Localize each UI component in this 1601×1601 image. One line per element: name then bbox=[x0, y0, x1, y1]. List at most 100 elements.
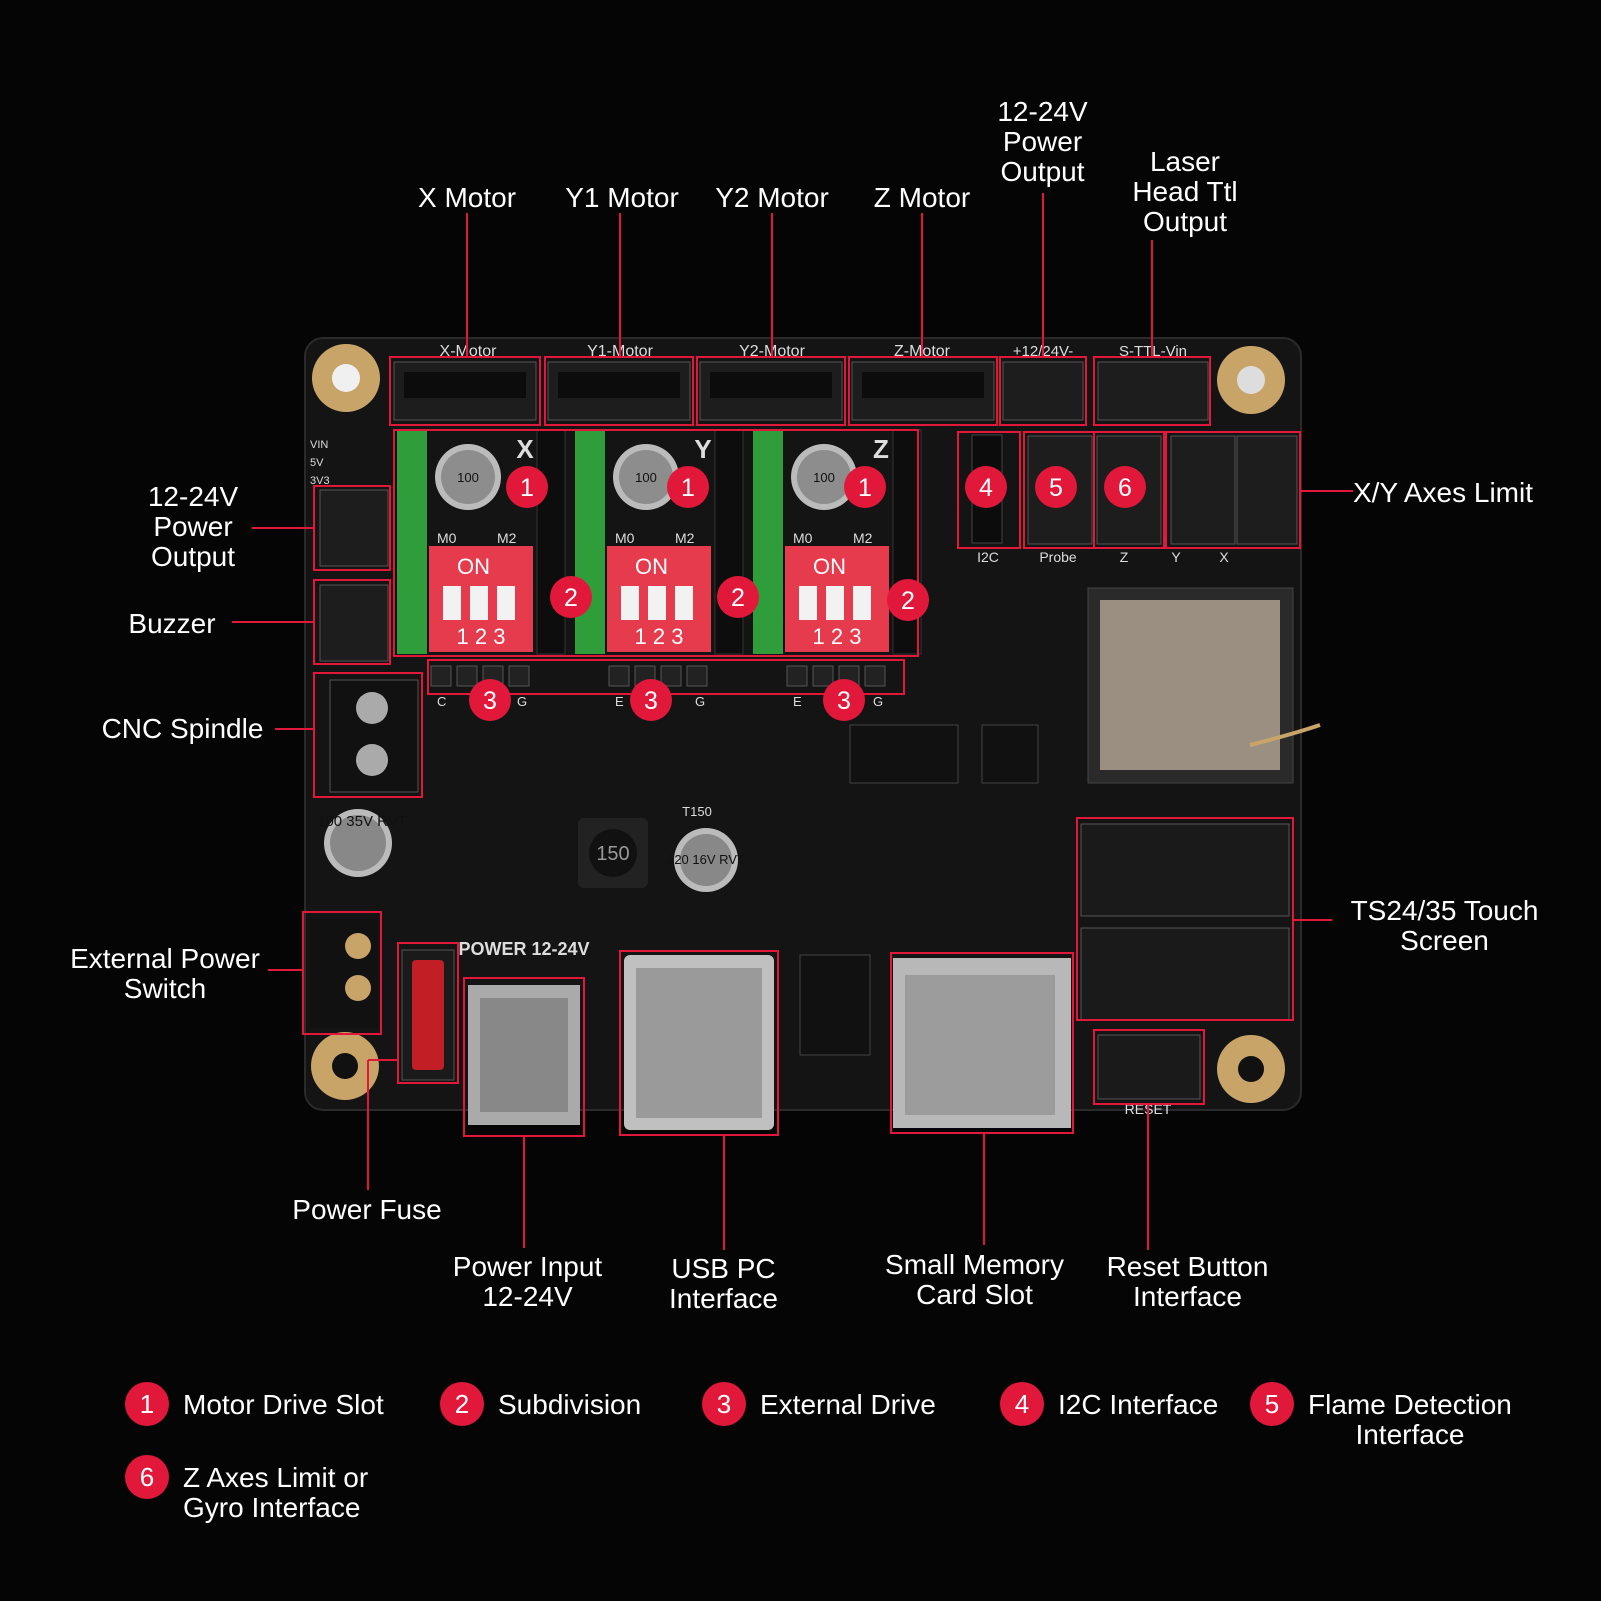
legend-text: Flame Detection Interface bbox=[1308, 1389, 1512, 1450]
dip-switch: ON1 2 3 bbox=[785, 546, 889, 652]
switch-pads bbox=[310, 918, 378, 1028]
silk-pin-left: E bbox=[793, 694, 802, 709]
driver-black-header bbox=[536, 429, 566, 655]
wifi-module bbox=[1087, 587, 1294, 784]
callout-power-input: Power Input 12-24V bbox=[452, 1251, 603, 1312]
power-out-connector bbox=[1002, 361, 1084, 421]
badge-3: 3 bbox=[823, 679, 865, 721]
pin bbox=[686, 665, 708, 687]
reset-connector bbox=[1097, 1034, 1201, 1100]
badge-number: 2 bbox=[731, 584, 745, 612]
badge-number: 3 bbox=[644, 687, 658, 715]
ext-drive-pins bbox=[786, 665, 886, 687]
ext-drive-pins bbox=[608, 665, 708, 687]
box-drivers bbox=[393, 429, 919, 657]
pin bbox=[456, 665, 478, 687]
mounting-hole-bl bbox=[311, 1032, 379, 1100]
box-z-limit bbox=[1093, 431, 1165, 549]
badge-3: 3 bbox=[469, 679, 511, 721]
silk-power: POWER 12-24V bbox=[458, 939, 589, 959]
dip-toggle bbox=[853, 586, 871, 620]
dip-toggle bbox=[675, 586, 693, 620]
callout-xy-limit: X/Y Axes Limit bbox=[1353, 477, 1534, 508]
silk-m0: M0 bbox=[615, 530, 635, 546]
touch-screen-header-1 bbox=[1080, 823, 1290, 917]
badge-number: 1 bbox=[681, 474, 695, 502]
callout-usb-pc: USB PC Interface bbox=[669, 1253, 778, 1314]
box-i2c bbox=[957, 431, 1021, 549]
badge-number: 4 bbox=[979, 474, 993, 502]
driver-black-header bbox=[714, 429, 744, 655]
dip-toggle bbox=[443, 586, 461, 620]
badge-number: 1 bbox=[858, 474, 872, 502]
z-motor-connector bbox=[851, 361, 995, 421]
cap-text: 100 bbox=[635, 470, 657, 485]
dip-numbers: 1 2 3 bbox=[457, 624, 506, 649]
pin bbox=[864, 665, 886, 687]
legend-badge: 6 bbox=[125, 1455, 169, 1499]
buzzer-connector bbox=[319, 584, 389, 662]
callout-laser-ttl: Laser Head Ttl Output bbox=[1132, 146, 1238, 237]
badge-number: 6 bbox=[1118, 474, 1132, 502]
driver-axis-label: Z bbox=[873, 434, 889, 464]
silk-pin-g: G bbox=[695, 694, 705, 709]
legend-text: Subdivision bbox=[498, 1389, 642, 1420]
callout-reset-button: Reset Button Interface bbox=[1106, 1251, 1269, 1312]
inductor-text: 150 bbox=[596, 843, 629, 865]
box-sd bbox=[890, 952, 1074, 1134]
dip-on-label: ON bbox=[813, 554, 846, 579]
legend-badge: 3 bbox=[702, 1382, 746, 1426]
mounting-hole-tl bbox=[312, 344, 380, 412]
cap-text: 100 bbox=[813, 470, 835, 485]
dip-toggle bbox=[826, 586, 844, 620]
badge-number: 3 bbox=[483, 687, 497, 715]
callout-z-motor: Z Motor bbox=[873, 182, 971, 213]
silk-lim-z: Z bbox=[1120, 549, 1129, 565]
capacitor-left: 100 35V RVT bbox=[317, 809, 407, 877]
usb-port bbox=[624, 955, 774, 1130]
pin bbox=[660, 665, 682, 687]
dip-toggle bbox=[470, 586, 488, 620]
chip-2 bbox=[981, 724, 1039, 784]
callout-y1-motor: Y1 Motor bbox=[565, 182, 679, 213]
x-motor-connector bbox=[393, 361, 537, 421]
silk-pin-g: G bbox=[517, 694, 527, 709]
chip-3 bbox=[799, 954, 871, 1056]
legend-badge: 4 bbox=[1000, 1382, 1044, 1426]
power-out-left-connector bbox=[319, 489, 389, 567]
callout-cnc-spindle: CNC Spindle bbox=[101, 713, 264, 744]
callout-power-output-left: 12-24V Power Output bbox=[147, 481, 239, 572]
box-spindle bbox=[313, 672, 423, 798]
mounting-hole-tr bbox=[1217, 346, 1285, 414]
silk-m2: M2 bbox=[497, 530, 517, 546]
legend-badge: 5 bbox=[1250, 1382, 1294, 1426]
callout-memory-card: Small Memory Card Slot bbox=[885, 1249, 1064, 1310]
silk-m0: M0 bbox=[793, 530, 813, 546]
callout-x-motor: X Motor bbox=[417, 182, 517, 213]
spindle-terminal bbox=[329, 679, 419, 793]
silk-t150: T150 bbox=[682, 804, 712, 819]
silk-pin-left: E bbox=[615, 694, 624, 709]
silk-probe: Probe bbox=[1039, 549, 1077, 565]
legend-text: Motor Drive Slot bbox=[183, 1389, 384, 1420]
dip-toggle bbox=[799, 586, 817, 620]
touch-screen-header-2 bbox=[1080, 927, 1290, 1021]
capacitor-220: 220 16V RVT bbox=[667, 828, 745, 892]
dip-switch: ON1 2 3 bbox=[429, 546, 533, 652]
callout-power-fuse: Power Fuse bbox=[292, 1194, 442, 1225]
silk-m0: M0 bbox=[437, 530, 457, 546]
callout-power-output-top: 12-24V Power Output bbox=[997, 96, 1088, 187]
silk-x-motor: X-Motor bbox=[440, 343, 498, 360]
badge-number: 3 bbox=[837, 687, 851, 715]
callout-ext-power-switch: External Power Switch bbox=[70, 943, 260, 1004]
silk-lim-x: X bbox=[1219, 549, 1229, 565]
legend-item: 5 Flame Detection Interface bbox=[1250, 1382, 1512, 1450]
